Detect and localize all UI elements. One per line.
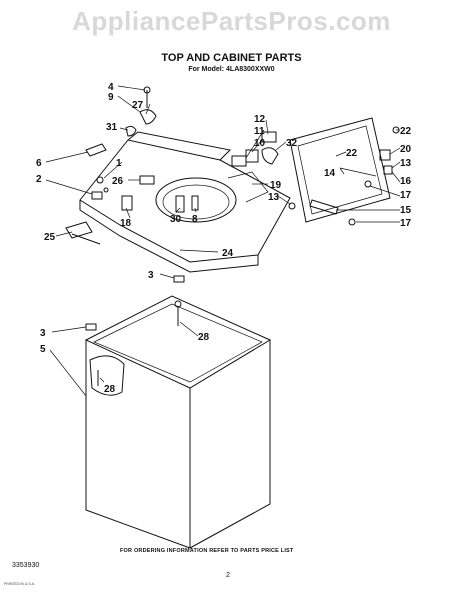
cabinet-side-face (189, 340, 271, 549)
callout-22a: 22 (400, 126, 412, 137)
callout-28b: 28 (104, 384, 116, 395)
part-26 (139, 175, 155, 185)
callout-2: 2 (36, 174, 42, 185)
callout-14: 14 (324, 168, 336, 179)
screw-6 (85, 143, 107, 157)
lid-recess (227, 171, 269, 203)
top-panel (65, 86, 291, 273)
callout-31: 31 (106, 122, 118, 133)
fine-print-left: PRINTED IN U.S.A. (4, 582, 35, 586)
document-number: 3353930 (12, 562, 40, 569)
model-line: For Model: 4LA8300XXW0 (188, 66, 275, 73)
callout-6: 6 (36, 158, 42, 169)
callout-18: 18 (120, 218, 132, 229)
screw-17a (364, 180, 372, 188)
leader-lines (45, 85, 401, 397)
top-panel-surface (79, 139, 291, 263)
clip-31 (125, 125, 137, 137)
callout-28a: 28 (198, 332, 210, 343)
callout-10: 10 (254, 138, 266, 149)
callout-22b: 22 (346, 148, 358, 159)
cabinet-cutout (89, 355, 125, 396)
bracket-25 (65, 221, 93, 239)
callout-13b: 13 (400, 158, 412, 169)
part-30 (175, 195, 185, 213)
part-16 (383, 165, 393, 175)
tub-opening-inner (162, 184, 230, 220)
callout-11: 11 (254, 126, 265, 137)
bracket-2 (91, 191, 103, 200)
hinge-27 (139, 109, 157, 125)
screw-17b (348, 218, 356, 226)
callout-15: 15 (400, 205, 412, 216)
callout-20: 20 (400, 144, 412, 155)
switch-12 (261, 131, 277, 143)
part-8 (191, 195, 199, 211)
callout-16: 16 (400, 176, 412, 187)
callout-26: 26 (112, 176, 124, 187)
callout-25: 25 (44, 232, 56, 243)
callout-27: 27 (132, 100, 144, 111)
callout-9: 9 (108, 92, 114, 103)
tub-opening (155, 177, 237, 223)
ordering-info-footer: FOR ORDERING INFORMATION REFER TO PARTS … (120, 548, 294, 554)
callout-8: 8 (192, 214, 198, 225)
rear-edge (127, 131, 232, 161)
screw-1 (96, 176, 104, 184)
bracket-25-tail (71, 233, 101, 245)
callout-32: 32 (286, 138, 298, 149)
cabinet-top-rim-inner (93, 303, 263, 383)
lid-assembly (288, 117, 400, 226)
watermark: AppliancePartsPros.com (72, 6, 391, 36)
screw-13a (288, 202, 296, 210)
lid-hinge-bar (339, 167, 377, 177)
clip-3b (85, 323, 97, 331)
cabinet-front-face (85, 340, 191, 549)
screw-28a-head (174, 300, 182, 308)
lid-inner (297, 125, 383, 215)
page-title: TOP AND CABINET PARTS (161, 52, 302, 64)
hinge-20 (379, 149, 391, 161)
callout-13a: 13 (268, 192, 280, 203)
lid-outer (289, 117, 391, 223)
callout-5: 5 (40, 344, 46, 355)
callout-3b: 3 (40, 328, 46, 339)
top-panel-front-lip (79, 200, 259, 273)
callout-3a: 3 (148, 270, 154, 281)
callout-4: 4 (108, 82, 114, 93)
clip-3a (173, 275, 185, 283)
strip-15 (309, 199, 339, 215)
callout-17b: 17 (400, 218, 412, 229)
cam-32 (261, 147, 279, 165)
cabinet (84, 275, 272, 549)
switch-18 (121, 195, 133, 211)
callout-numbers: 4 9 27 31 1 6 2 26 18 30 8 25 24 12 11 1… (36, 82, 412, 395)
callout-24: 24 (222, 248, 234, 259)
callout-19: 19 (270, 180, 282, 191)
callout-1: 1 (116, 158, 122, 169)
callout-17a: 17 (400, 190, 412, 201)
page-number: 2 (226, 572, 230, 579)
screw-2 (103, 187, 109, 193)
callout-12: 12 (254, 114, 266, 125)
callout-30: 30 (170, 214, 182, 225)
part-11 (231, 155, 247, 167)
